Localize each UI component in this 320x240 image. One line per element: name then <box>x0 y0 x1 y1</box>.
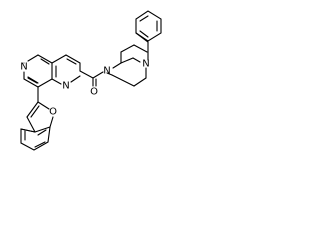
bond-furan-c3a-c3 <box>26 116 36 133</box>
bond-furan-c7a-c3a <box>34 126 51 133</box>
bond-c2-carbonyl <box>79 70 94 79</box>
bond-c5-c4a <box>37 54 53 64</box>
phenyl-inner-3 <box>139 30 149 38</box>
bond-furan-c2-o1 <box>37 101 50 110</box>
bond-carbonyl-n <box>92 71 104 79</box>
phenyl-ring <box>135 10 162 42</box>
bond-c7-n6 <box>27 76 39 84</box>
bond-pip-n1-c2 <box>112 62 122 69</box>
bond-c8-c7 <box>23 78 39 88</box>
chemical-structure: N N N N O O <box>20 10 162 151</box>
atom-label-n1: N <box>62 81 69 92</box>
atom-label-o-carbonyl: O <box>90 87 98 98</box>
bond-pip-c2-c3 <box>120 57 134 64</box>
atom-label-n-piperazine-4: N <box>142 59 149 70</box>
bond-n1-c8a <box>51 78 62 85</box>
bond-c8-inner <box>27 77 38 84</box>
bond-pip-top <box>120 44 135 53</box>
bond-furan-c3-c2 <box>26 101 39 118</box>
bond-c5-inner <box>40 58 50 65</box>
bond-pip-n1-c-left <box>106 72 113 76</box>
atom-label-n-piperazine-1: N <box>103 66 110 77</box>
benzofuran-inner-1 <box>34 141 46 148</box>
benzofuran-inner-3 <box>37 129 47 136</box>
phenyl-inner-1 <box>139 15 149 22</box>
atom-label-o-benzofuran: O <box>49 107 57 118</box>
bond-pip-c5-c6 <box>133 77 147 87</box>
bond-pip-top-right <box>133 44 148 53</box>
bond-furan-c2c3-inner <box>30 105 40 118</box>
bond-c4-inner <box>66 58 77 65</box>
bond-furan-o1-c7a <box>49 116 54 128</box>
atom-labels: N N N N O O <box>20 59 149 118</box>
bond-n6-c5 <box>27 54 39 62</box>
bond-c4-c3 <box>65 54 81 64</box>
structure-bonds <box>20 10 162 151</box>
bond-c8a-c8 <box>37 78 53 88</box>
bond-pip-c6-n1 <box>111 74 135 87</box>
bond-c2-n1 <box>70 75 81 83</box>
bond-pip-c3-n4 <box>132 57 141 63</box>
benzofuran-benzene-side <box>20 128 36 133</box>
atom-label-n6: N <box>20 62 27 73</box>
bond-c4a-c4 <box>51 54 67 64</box>
